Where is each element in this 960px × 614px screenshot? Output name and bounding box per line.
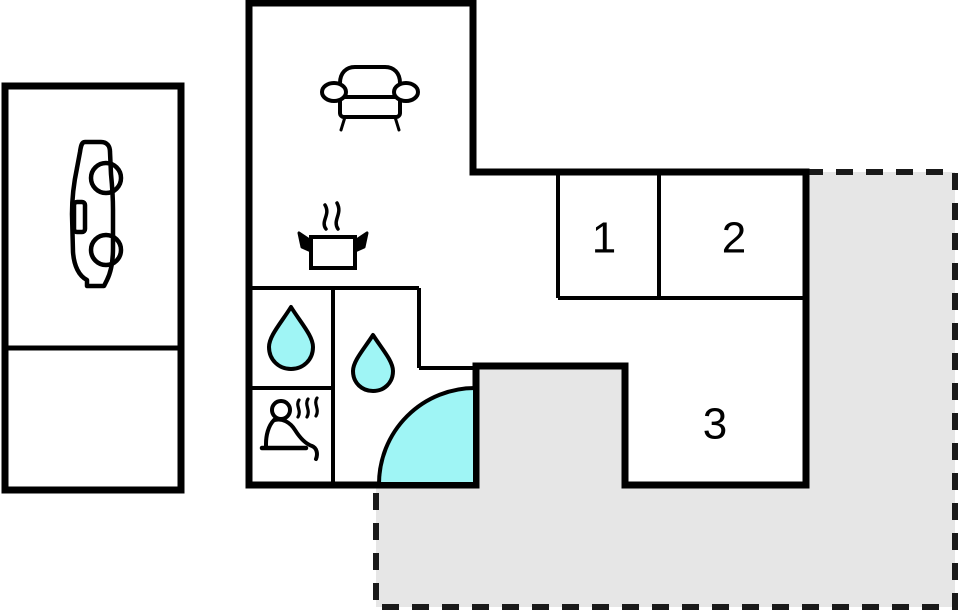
door-swing-fill xyxy=(377,386,477,486)
bedroom-1-number: 1 xyxy=(592,214,616,263)
car-icon xyxy=(69,139,124,289)
garage-block xyxy=(1,82,185,494)
water-drop-shape xyxy=(351,333,395,393)
water-drop-shape xyxy=(267,305,315,371)
water-drop-icon xyxy=(351,333,395,393)
sofa-leg-left xyxy=(339,115,347,132)
terrace-fill xyxy=(376,172,955,607)
car-wheel-front xyxy=(88,160,124,196)
pot-handle-right xyxy=(353,231,369,253)
sofa-arm-right xyxy=(392,81,420,103)
terrace-dashed-outline xyxy=(373,169,958,610)
sauna-icon xyxy=(259,396,319,461)
sofa-back xyxy=(338,65,402,103)
sofa-seat xyxy=(338,95,402,119)
bedroom-2-number: 2 xyxy=(722,214,746,263)
entrance-door[interactable] xyxy=(377,386,477,486)
sofa-icon xyxy=(320,65,420,132)
terrace-area xyxy=(373,169,958,610)
car-wheel-rear xyxy=(88,232,124,268)
sauna-person-head xyxy=(270,399,292,421)
pot-steam-right xyxy=(334,201,341,231)
sauna-heat-wave-2 xyxy=(305,397,310,419)
sauna-heat-wave-3 xyxy=(314,396,319,418)
sofa-leg-right xyxy=(393,115,401,132)
pot-body xyxy=(309,235,357,270)
water-drop-icon xyxy=(267,305,315,371)
cooking-pot-icon xyxy=(297,201,369,270)
sofa-arm-left xyxy=(320,81,348,103)
pot-handle-left xyxy=(297,231,313,253)
car-window xyxy=(71,199,88,235)
sauna-person-body xyxy=(264,417,319,461)
pot-steam-left xyxy=(322,203,329,231)
bedroom-3-number: 3 xyxy=(703,400,727,449)
sauna-heat-wave-1 xyxy=(296,398,301,419)
